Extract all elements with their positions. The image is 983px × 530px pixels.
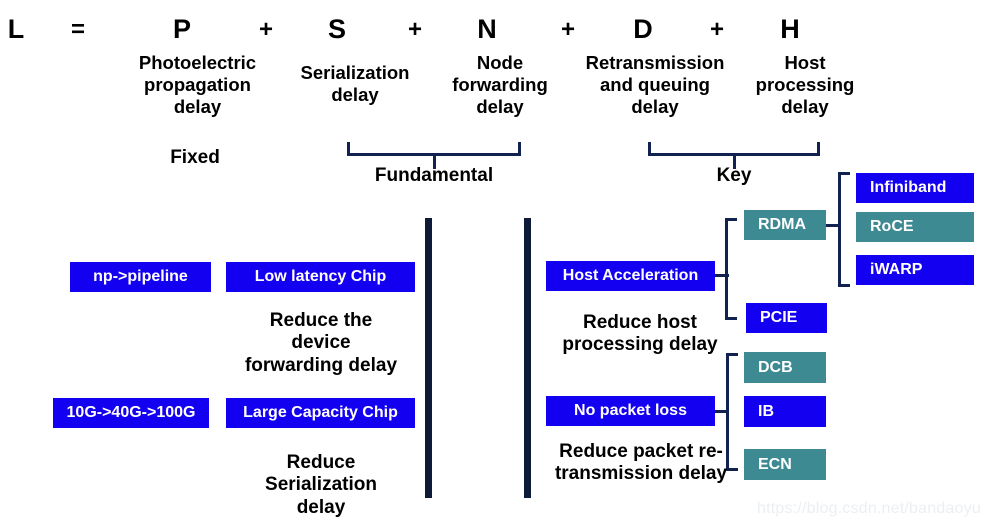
group-label-fixed: Fixed	[170, 147, 220, 168]
caption-node-forwarding-delay: Node forwarding delay	[452, 52, 548, 117]
note-reduce-retransmission-delay: Reduce packet re-transmission delay	[554, 441, 728, 485]
group-label-fundamental: Fundamental	[374, 165, 494, 186]
box-speed-progression[interactable]: 10G->40G->100G	[53, 398, 209, 428]
brace-key	[648, 142, 820, 156]
formula-symbol-P: P	[172, 14, 191, 44]
group-label-key: Key	[716, 165, 752, 186]
vertical-divider-left	[425, 218, 432, 498]
caption-serialization-delay: Serialization delay	[300, 62, 410, 105]
note-reduce-device-forwarding-delay: Reduce the device forwarding delay	[244, 310, 398, 376]
formula-symbol-S: S	[327, 14, 346, 44]
caption-host-processing-delay: Host processing delay	[755, 52, 855, 117]
formula-symbol-D: D	[633, 14, 653, 44]
box-np-pipeline[interactable]: np->pipeline	[70, 262, 211, 292]
brace-no-packet-loss-stem	[715, 410, 729, 413]
formula-symbol-H: H	[780, 14, 800, 44]
box-pcie[interactable]: PCIE	[746, 303, 827, 333]
box-rdma[interactable]: RDMA	[744, 210, 826, 240]
formula-operator-plus-4: +	[709, 16, 724, 43]
note-reduce-serialization-delay: Reduce Serialization delay	[265, 452, 377, 518]
brace-fundamental	[347, 142, 521, 156]
box-low-latency-chip[interactable]: Low latency Chip	[226, 262, 415, 292]
brace-key-tick	[733, 156, 736, 169]
brace-host-acceleration-stem	[715, 274, 729, 277]
formula-operator-equals: =	[70, 16, 85, 43]
box-host-acceleration[interactable]: Host Acceleration	[546, 261, 715, 291]
formula-operator-plus-2: +	[407, 16, 422, 43]
box-iwarp[interactable]: iWARP	[856, 255, 974, 285]
formula-operator-plus-3: +	[560, 16, 575, 43]
caption-photoelectric-delay: Photoelectric propagation delay	[138, 52, 257, 117]
watermark-url: https://blog.csdn.net/bandaoyu	[757, 500, 981, 517]
box-roce[interactable]: RoCE	[856, 212, 974, 242]
note-reduce-host-processing-delay: Reduce host processing delay	[562, 312, 718, 356]
brace-host-acceleration-children	[725, 218, 737, 320]
caption-retransmission-delay: Retransmission and queuing delay	[585, 52, 725, 117]
box-dcb[interactable]: DCB	[744, 352, 826, 383]
formula-symbol-L: L	[7, 14, 25, 44]
formula-symbol-N: N	[477, 14, 497, 44]
box-large-capacity-chip[interactable]: Large Capacity Chip	[226, 398, 415, 428]
brace-rdma-stem	[826, 224, 840, 227]
brace-rdma-children	[838, 172, 850, 287]
box-ecn[interactable]: ECN	[744, 449, 826, 480]
box-no-packet-loss[interactable]: No packet loss	[546, 396, 715, 426]
brace-fundamental-tick	[433, 156, 436, 169]
formula-operator-plus-1: +	[258, 16, 273, 43]
box-ib[interactable]: IB	[744, 396, 826, 427]
box-infiniband[interactable]: Infiniband	[856, 173, 974, 203]
vertical-divider-right	[524, 218, 531, 498]
